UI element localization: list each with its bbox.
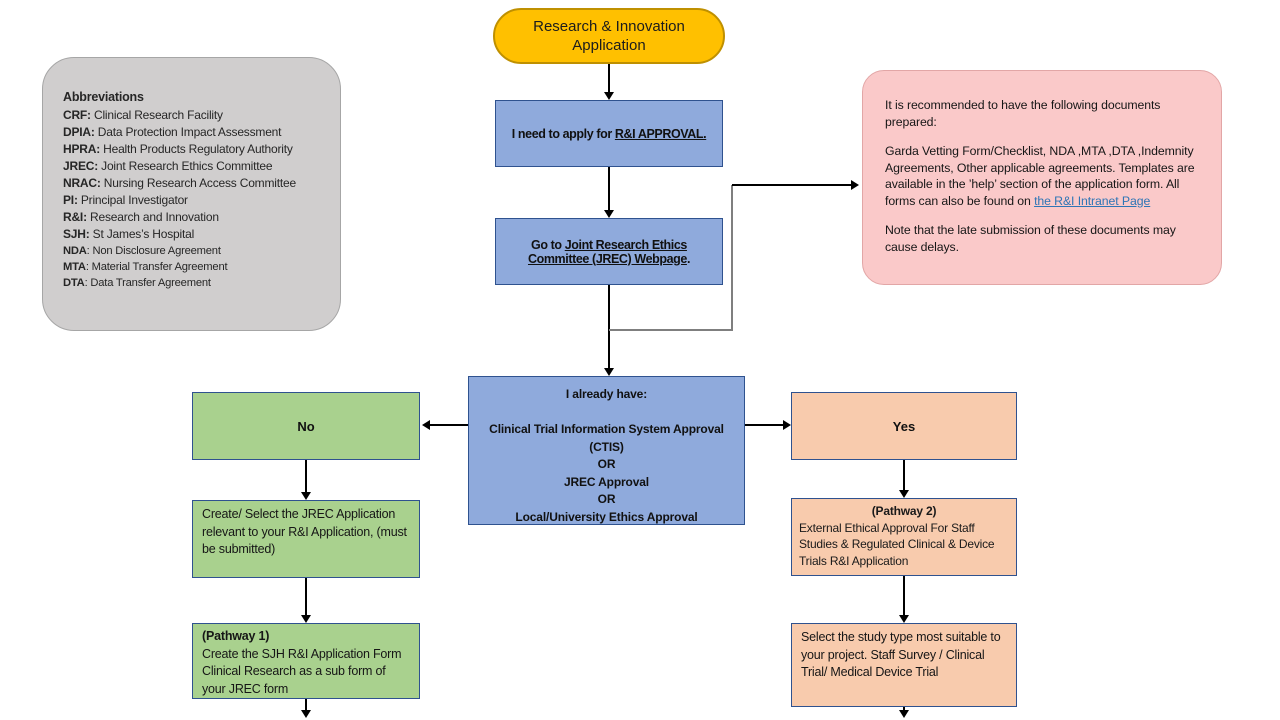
abbr-term: HPRA: [63, 142, 100, 156]
abbreviation-item-dta: DTA: Data Transfer Agreement [63, 275, 326, 291]
connector-apply-jrec [608, 167, 610, 210]
apply-step-text: I need to apply for R&I APPROVAL. [511, 126, 707, 141]
arrowhead-apply-jrec [604, 210, 614, 218]
abbreviation-item-sjh: SJH: St James’s Hospital [63, 226, 326, 243]
jrec-webpage-link[interactable]: Joint Research Ethics Committee (JREC) W… [527, 237, 687, 266]
connector-elbow-vertical [731, 185, 733, 331]
connector-pathway1-next [305, 699, 307, 711]
decision-option-ctis-abbr: (CTIS) [589, 439, 624, 454]
abbreviation-item-pi: PI: Principal Investigator [63, 192, 326, 209]
note-paragraph-1: It is recommended to have the following … [885, 98, 1161, 129]
abbr-term: NDA [63, 245, 87, 257]
abbr-term: DPIA: [63, 125, 95, 139]
documents-note-panel: It is recommended to have the following … [862, 70, 1222, 285]
abbreviations-title: Abbreviations [63, 90, 144, 104]
ri-approval-link[interactable]: R&I APPROVAL. [614, 126, 707, 141]
connector-decision-no [430, 424, 468, 426]
connector-start-apply [608, 64, 610, 93]
arrowhead-pathway2-studytype [899, 615, 909, 623]
decision-or-2: OR [597, 492, 616, 506]
abbr-definition: St James’s Hospital [89, 227, 195, 241]
abbreviation-item-ri: R&I: Research and Innovation [63, 209, 326, 226]
connector-studytype-next [903, 707, 905, 711]
apply-step-box: I need to apply for R&I APPROVAL. [495, 100, 723, 167]
start-node-line2: Application [572, 37, 646, 54]
decision-or-1: OR [597, 457, 616, 471]
start-node-line1: Research & Innovation [533, 18, 685, 35]
study-type-box: Select the study type most suitable to y… [791, 623, 1017, 707]
abbr-definition: : Material Transfer Agreement [85, 261, 228, 274]
abbr-term: MTA [63, 261, 86, 274]
decision-option-ctis: Clinical Trial Information System Approv… [489, 422, 724, 436]
abbr-term: SJH: [63, 227, 90, 241]
decision-spacer [469, 404, 744, 422]
abbr-definition: Research and Innovation [86, 210, 219, 224]
abbreviation-item-mta: MTA: Material Transfer Agreement [63, 259, 326, 275]
arrowhead-studytype-next [899, 710, 909, 718]
jrec-webpage-box: Go to Joint Research Ethics Committee (J… [495, 218, 723, 285]
jrec-webpage-suffix: . [686, 251, 691, 266]
pathway1-body: Create the SJH R&I Application Form Clin… [202, 646, 402, 696]
arrowhead-step-pathway1 [301, 615, 311, 623]
apply-step-prefix: I need to apply for [511, 126, 615, 141]
decision-box: I already have: Clinical Trial Informati… [468, 376, 745, 525]
pathway2-box: (Pathway 2) External Ethical Approval Fo… [791, 498, 1017, 576]
connector-pathway2-studytype [903, 576, 905, 616]
decision-intro: I already have: [565, 387, 648, 401]
decision-option-local: Local/University Ethics Approval [515, 509, 698, 524]
arrowhead-yes-pathway2 [899, 490, 909, 498]
pathway1-box: (Pathway 1) Create the SJH R&I Applicati… [192, 623, 420, 699]
abbr-term: CRF: [63, 108, 91, 122]
arrowhead-to-note [851, 180, 859, 190]
abbr-definition: Principal Investigator [77, 193, 188, 207]
abbreviation-item-hpra: HPRA: Health Products Regulatory Authori… [63, 141, 326, 158]
arrowhead-jrec-decision [604, 368, 614, 376]
abbr-term: JREC: [63, 159, 99, 173]
abbr-definition: Joint Research Ethics Committee [98, 159, 273, 173]
connector-to-note [732, 184, 852, 186]
decision-option-jrec: JREC Approval [564, 474, 649, 489]
jrec-webpage-text: Go to Joint Research Ethics Committee (J… [504, 238, 714, 266]
abbr-term: NRAC: [63, 176, 101, 190]
abbreviation-item-dpia: DPIA: Data Protection Impact Assessment [63, 124, 326, 141]
note-paragraph-3: Note that the late submission of these d… [885, 223, 1176, 254]
yes-box: Yes [791, 392, 1017, 460]
abbreviation-item-nrac: NRAC: Nursing Research Access Committee [63, 175, 326, 192]
connector-no-step [305, 460, 307, 493]
abbr-definition: Data Protection Impact Assessment [94, 125, 282, 139]
arrowhead-no-step [301, 492, 311, 500]
abbr-term: DTA [63, 277, 85, 290]
abbr-term: R&I: [63, 210, 87, 224]
abbr-definition: Nursing Research Access Committee [100, 176, 296, 190]
pathway1-title: (Pathway 1) [202, 629, 270, 643]
connector-step-pathway1 [305, 578, 307, 616]
abbreviation-item-nda: NDA: Non Disclosure Agreement [63, 243, 326, 259]
jrec-application-box: Create/ Select the JREC Application rele… [192, 500, 420, 578]
connector-yes-pathway2 [903, 460, 905, 491]
pathway2-body: External Ethical Approval For Staff Stud… [799, 520, 995, 568]
abbr-term: PI: [63, 193, 78, 207]
abbreviations-panel: Abbreviations CRF: Clinical Research Fac… [42, 57, 341, 331]
note-paragraph-2-text: Garda Vetting Form/Checklist, NDA ,MTA ,… [885, 144, 1195, 208]
ri-intranet-page-link[interactable]: the R&I Intranet Page [1034, 193, 1151, 208]
connector-jrec-decision [608, 285, 610, 369]
connector-decision-yes [745, 424, 783, 426]
no-box: No [192, 392, 420, 460]
abbr-definition: : Data Transfer Agreement [84, 277, 211, 290]
arrowhead-pathway1-next [301, 710, 311, 718]
connector-elbow-bottom [609, 329, 733, 331]
abbr-definition: Health Products Regulatory Authority [100, 142, 293, 156]
arrowhead-decision-yes [783, 420, 791, 430]
note-paragraph-2: Garda Vetting Form/Checklist, NDA ,MTA ,… [885, 143, 1199, 209]
start-node: Research & Innovation Application [493, 8, 725, 64]
abbr-definition: : Non Disclosure Agreement [86, 245, 221, 257]
abbreviation-item-crf: CRF: Clinical Research Facility [63, 107, 326, 124]
abbr-definition: Clinical Research Facility [90, 108, 223, 122]
pathway2-title: (Pathway 2) [871, 504, 937, 518]
arrowhead-start-apply [604, 92, 614, 100]
arrowhead-decision-no [422, 420, 430, 430]
abbreviation-item-jrec: JREC: Joint Research Ethics Committee [63, 158, 326, 175]
jrec-webpage-prefix: Go to [531, 237, 565, 252]
